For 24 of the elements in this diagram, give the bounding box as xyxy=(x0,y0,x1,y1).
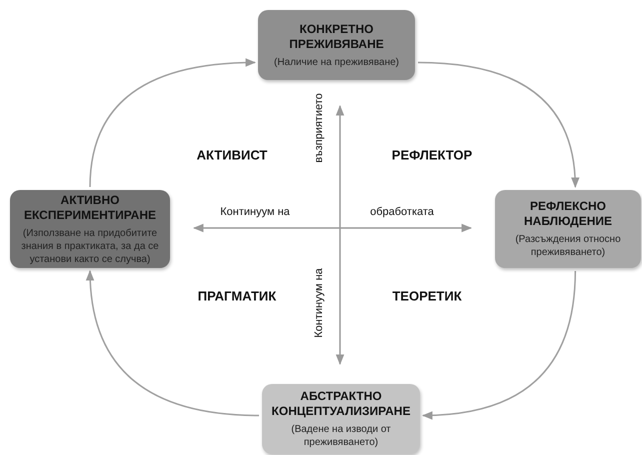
stage-title: КОНКРЕТНО ПРЕЖИВЯВАНЕ xyxy=(288,22,385,52)
axis-label: Континуум на xyxy=(313,268,325,338)
curved-arrow xyxy=(89,58,256,188)
stage-box xyxy=(10,190,170,268)
curved-arrow xyxy=(418,62,579,188)
stage-box xyxy=(495,190,641,268)
style-label: ТЕОРЕТИК xyxy=(392,288,462,304)
stage-description: (Използване на придобитите знания в практиката, за да се установи както се случва) xyxy=(20,226,160,266)
style-label: ПРАГМАТИК xyxy=(198,288,276,304)
curved-arrow xyxy=(86,270,260,416)
stage-title: АКТИВНО ЕКСПЕРИМЕНТИРАНЕ xyxy=(23,192,157,222)
axis-label: обработката xyxy=(370,206,434,218)
axis-label: Континуум на xyxy=(220,206,290,218)
stage-description: (Наличие на преживяване) xyxy=(274,56,400,68)
style-label: АКТИВИСТ xyxy=(196,148,268,162)
stage-description: (Вадене на изводи от преживяването) xyxy=(290,423,392,449)
stage-title: РЕФЛЕКСНО НАБЛЮДЕНИЕ xyxy=(522,199,613,229)
style-label: РЕФЛЕКТОР xyxy=(392,148,472,162)
stage-box xyxy=(262,384,420,454)
stage-box xyxy=(258,10,415,80)
stage-description: (Разсъждения относно преживяването) xyxy=(514,233,622,259)
axis-label: възприятието xyxy=(313,93,325,163)
curved-arrow xyxy=(422,270,576,420)
stage-title: АБСТРАКТНО КОНЦЕПТУАЛИЗИРАНЕ xyxy=(270,389,412,419)
